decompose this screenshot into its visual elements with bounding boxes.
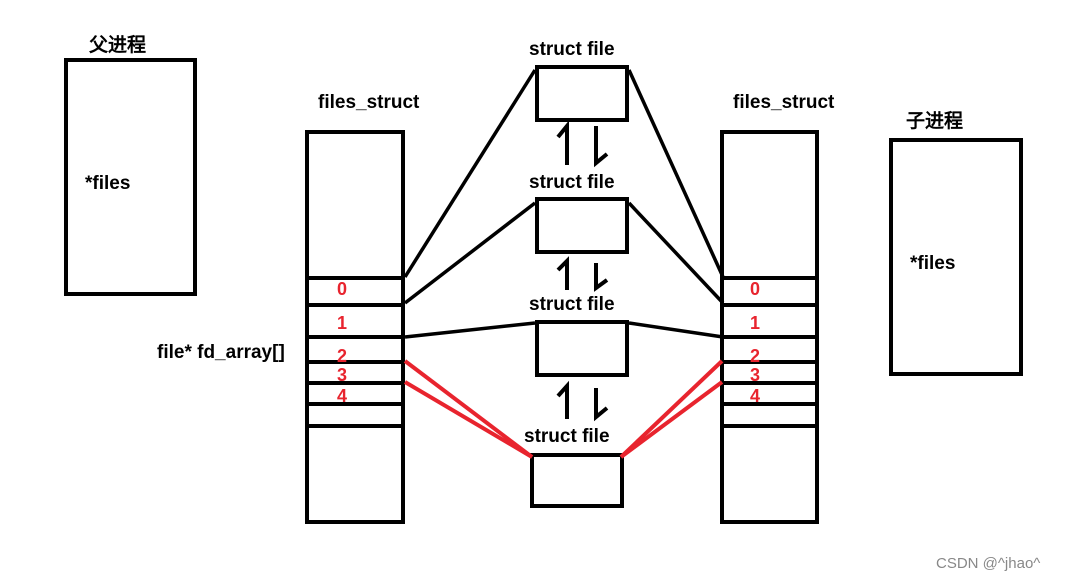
arrow-pair-icon <box>556 380 609 422</box>
struct-file-label: struct file <box>529 294 615 315</box>
left-fd-0: 0 <box>337 279 348 299</box>
child-files-label: *files <box>910 253 956 274</box>
arrow-pair-icon <box>556 256 609 292</box>
fd-array-label: file* fd_array[] <box>157 342 285 363</box>
struct-file-label: struct file <box>529 172 615 193</box>
child-process-box <box>889 138 1023 376</box>
right-fd-3: 3 <box>750 365 761 385</box>
child-process-title: 子进程 <box>906 111 964 132</box>
parent-files-label: *files <box>85 173 131 194</box>
right-fd-1: 1 <box>750 313 761 333</box>
struct-file-label: struct file <box>524 426 610 447</box>
parent-process-title: 父进程 <box>89 35 147 56</box>
arrow-pair-icon <box>556 120 609 168</box>
struct-file-box <box>535 65 629 122</box>
struct-file-label: struct file <box>529 39 615 60</box>
left-fd-2: 2 <box>337 346 348 366</box>
watermark: CSDN @^jhao^ <box>936 555 1041 572</box>
connector-lines <box>403 69 725 339</box>
struct-file-box <box>535 197 629 254</box>
left-files-struct <box>305 130 405 524</box>
right-fd-2: 2 <box>750 346 761 366</box>
left-files-struct-title: files_struct <box>318 92 420 113</box>
struct-file-box <box>530 453 624 508</box>
right-fd-4: 4 <box>750 386 761 406</box>
left-fd-3: 3 <box>337 365 348 385</box>
right-fd-0: 0 <box>750 279 761 299</box>
right-files-struct <box>720 130 819 524</box>
parent-process-box <box>64 58 197 296</box>
left-fd-4: 4 <box>337 386 348 406</box>
right-files-struct-title: files_struct <box>733 92 835 113</box>
red-connector-lines <box>403 359 724 459</box>
left-fd-1: 1 <box>337 313 348 333</box>
struct-file-box <box>535 320 629 377</box>
